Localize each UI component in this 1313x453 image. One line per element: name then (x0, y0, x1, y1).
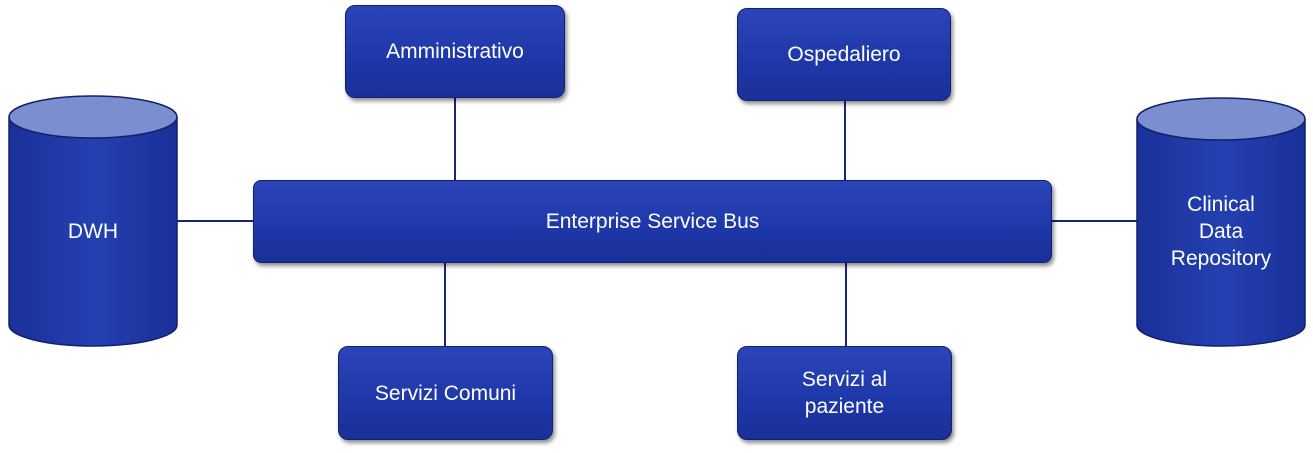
clinical-data-repository-cylinder[interactable]: Clinical Data Repository (1136, 97, 1306, 349)
servizi-paziente-line-1: Servizi al (801, 368, 888, 391)
enterprise-service-bus[interactable]: Enterprise Service Bus (253, 180, 1052, 263)
cdr-label: Clinical Data Repository (1136, 191, 1306, 272)
database-icon (8, 95, 178, 347)
amministrativo-box[interactable]: Amministrativo (345, 5, 565, 98)
servizi-comuni-label: Servizi Comuni (374, 381, 517, 405)
connector-dwh-esb (177, 220, 255, 222)
ospedaliero-label: Ospedaliero (787, 43, 901, 66)
servizi-paziente-box[interactable]: Servizi al paziente (737, 346, 952, 440)
servizi-paziente-line-2: paziente (804, 395, 885, 418)
cdr-line-1: Clinical (1187, 193, 1255, 216)
connector-ospedaliero-esb (844, 100, 846, 182)
cdr-line-2: Data (1198, 220, 1244, 243)
connector-esb-servizi-paziente (845, 262, 847, 348)
connector-esb-servizi-comuni (444, 262, 446, 348)
ospedaliero-box[interactable]: Ospedaliero (737, 8, 951, 101)
connector-amministrativo-esb (454, 97, 456, 182)
dwh-cylinder[interactable]: DWH (8, 95, 178, 347)
cdr-line-3: Repository (1170, 247, 1272, 270)
dwh-label: DWH (67, 220, 119, 243)
connector-esb-cdr (1051, 220, 1138, 222)
database-icon (1136, 97, 1306, 347)
servizi-comuni-box[interactable]: Servizi Comuni (338, 346, 553, 440)
amministrativo-label: Amministrativo (386, 40, 524, 63)
esb-label: Enterprise Service Bus (545, 210, 760, 233)
servizi-paziente-label: Servizi al paziente (802, 366, 887, 420)
